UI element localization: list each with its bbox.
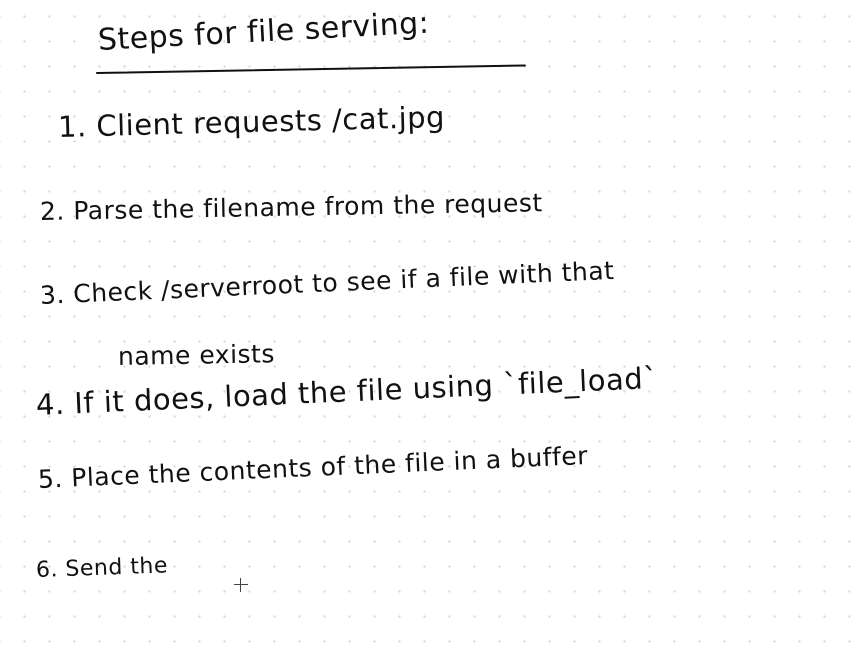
step-4: 4. If it does, load the file using `file… (35, 360, 659, 422)
step-6: 6. Send the (35, 553, 169, 583)
step-5: 5. Place the contents of the file in a b… (37, 441, 589, 494)
step-2: 2. Parse the filename from the request (39, 188, 543, 226)
step-1: 1. Client requests /cat.jpg (57, 99, 446, 144)
title-underline (95, 64, 526, 74)
note-title: Steps for file serving: (97, 5, 431, 58)
step-3: 3. Check /serverroot to see if a file wi… (39, 255, 615, 310)
crosshair-cursor-icon (234, 578, 248, 592)
step-3-continuation: name exists (117, 339, 276, 371)
